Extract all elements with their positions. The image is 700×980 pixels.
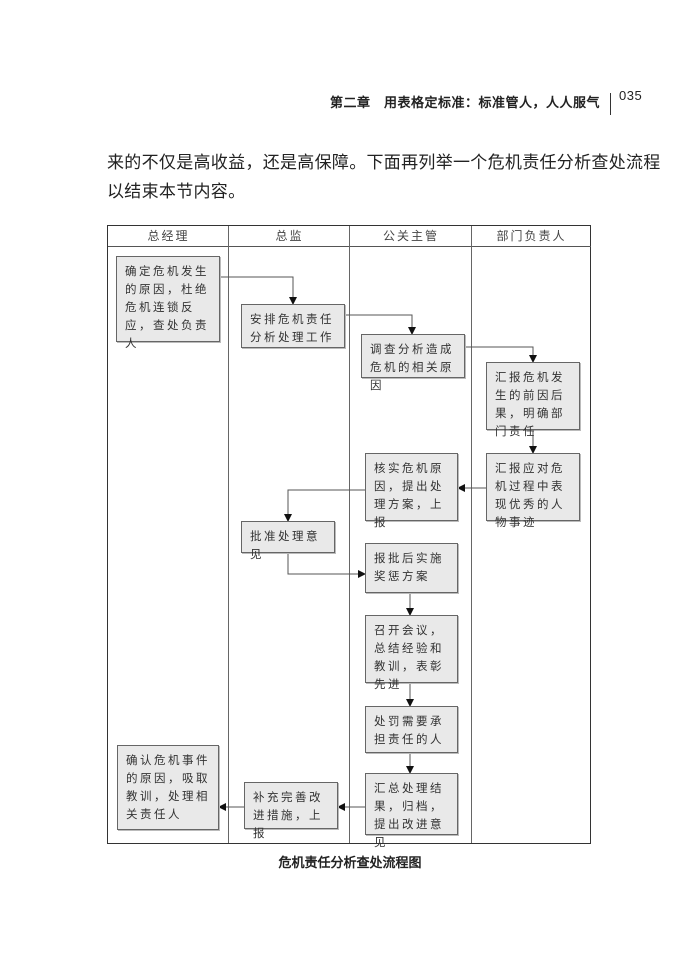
step-hold-meeting: 召开会议，总结经验和教训，表彰先进 bbox=[365, 615, 458, 691]
arrow bbox=[464, 346, 537, 363]
step-verify-propose: 核实危机原因，提出处理方案，上报 bbox=[365, 453, 458, 529]
arrow bbox=[219, 276, 297, 305]
step-punish: 处罚需要承担责任的人 bbox=[365, 706, 458, 753]
arrow bbox=[287, 552, 366, 578]
arrow bbox=[284, 489, 365, 522]
chapter-title: 第二章 用表格定标准：标准管人，人人服气 bbox=[330, 96, 601, 111]
step-confirm-cause: 确认危机事件的原因，吸取教训，处理相关责任人 bbox=[117, 745, 219, 830]
step-arrange-analysis: 安排危机责任分析处理工作 bbox=[241, 304, 345, 348]
swimlane-flowchart: 总经理 总监 公关主管 部门负责人 bbox=[107, 225, 591, 844]
step-report-outstanding: 汇报应对危机过程中表现优秀的人物事迹 bbox=[486, 453, 580, 529]
column-header-pr-supervisor: 公关主管 bbox=[350, 226, 472, 247]
lane-divider bbox=[349, 226, 350, 843]
lane-divider bbox=[471, 226, 472, 843]
running-header: 第二章 用表格定标准：标准管人，人人服气 035 bbox=[330, 88, 642, 115]
step-implement-rewards: 报批后实施奖惩方案 bbox=[365, 543, 458, 593]
step-improve-measures: 补充完善改进措施，上报 bbox=[244, 782, 338, 840]
column-header-dept-head: 部门负责人 bbox=[472, 226, 591, 247]
step-approve: 批准处理意见 bbox=[241, 521, 335, 561]
page-number: 035 bbox=[619, 88, 643, 103]
arrow bbox=[345, 314, 416, 335]
step-summarize-archive: 汇总处理结果，归档，提出改进意见 bbox=[365, 773, 458, 849]
column-header-general-manager: 总经理 bbox=[108, 226, 229, 247]
body-paragraph-line-1: 来的不仅是高收益，还是高保障。下面再列举一个危机责任分析查处流程 bbox=[107, 153, 661, 173]
step-investigate-causes: 调查分析造成危机的相关原因 bbox=[361, 334, 465, 392]
step-identify-cause: 确定危机发生的原因，杜绝危机连锁反应，查处负责人 bbox=[116, 256, 220, 350]
figure-caption: 危机责任分析查处流程图 bbox=[278, 856, 422, 871]
column-header-director: 总监 bbox=[229, 226, 350, 247]
lane-divider bbox=[228, 226, 229, 843]
step-report-consequences: 汇报危机发生的前因后果，明确部门责任 bbox=[486, 362, 580, 438]
header-divider bbox=[610, 92, 612, 115]
body-paragraph-line-2: 以结束本节内容。 bbox=[107, 182, 246, 202]
